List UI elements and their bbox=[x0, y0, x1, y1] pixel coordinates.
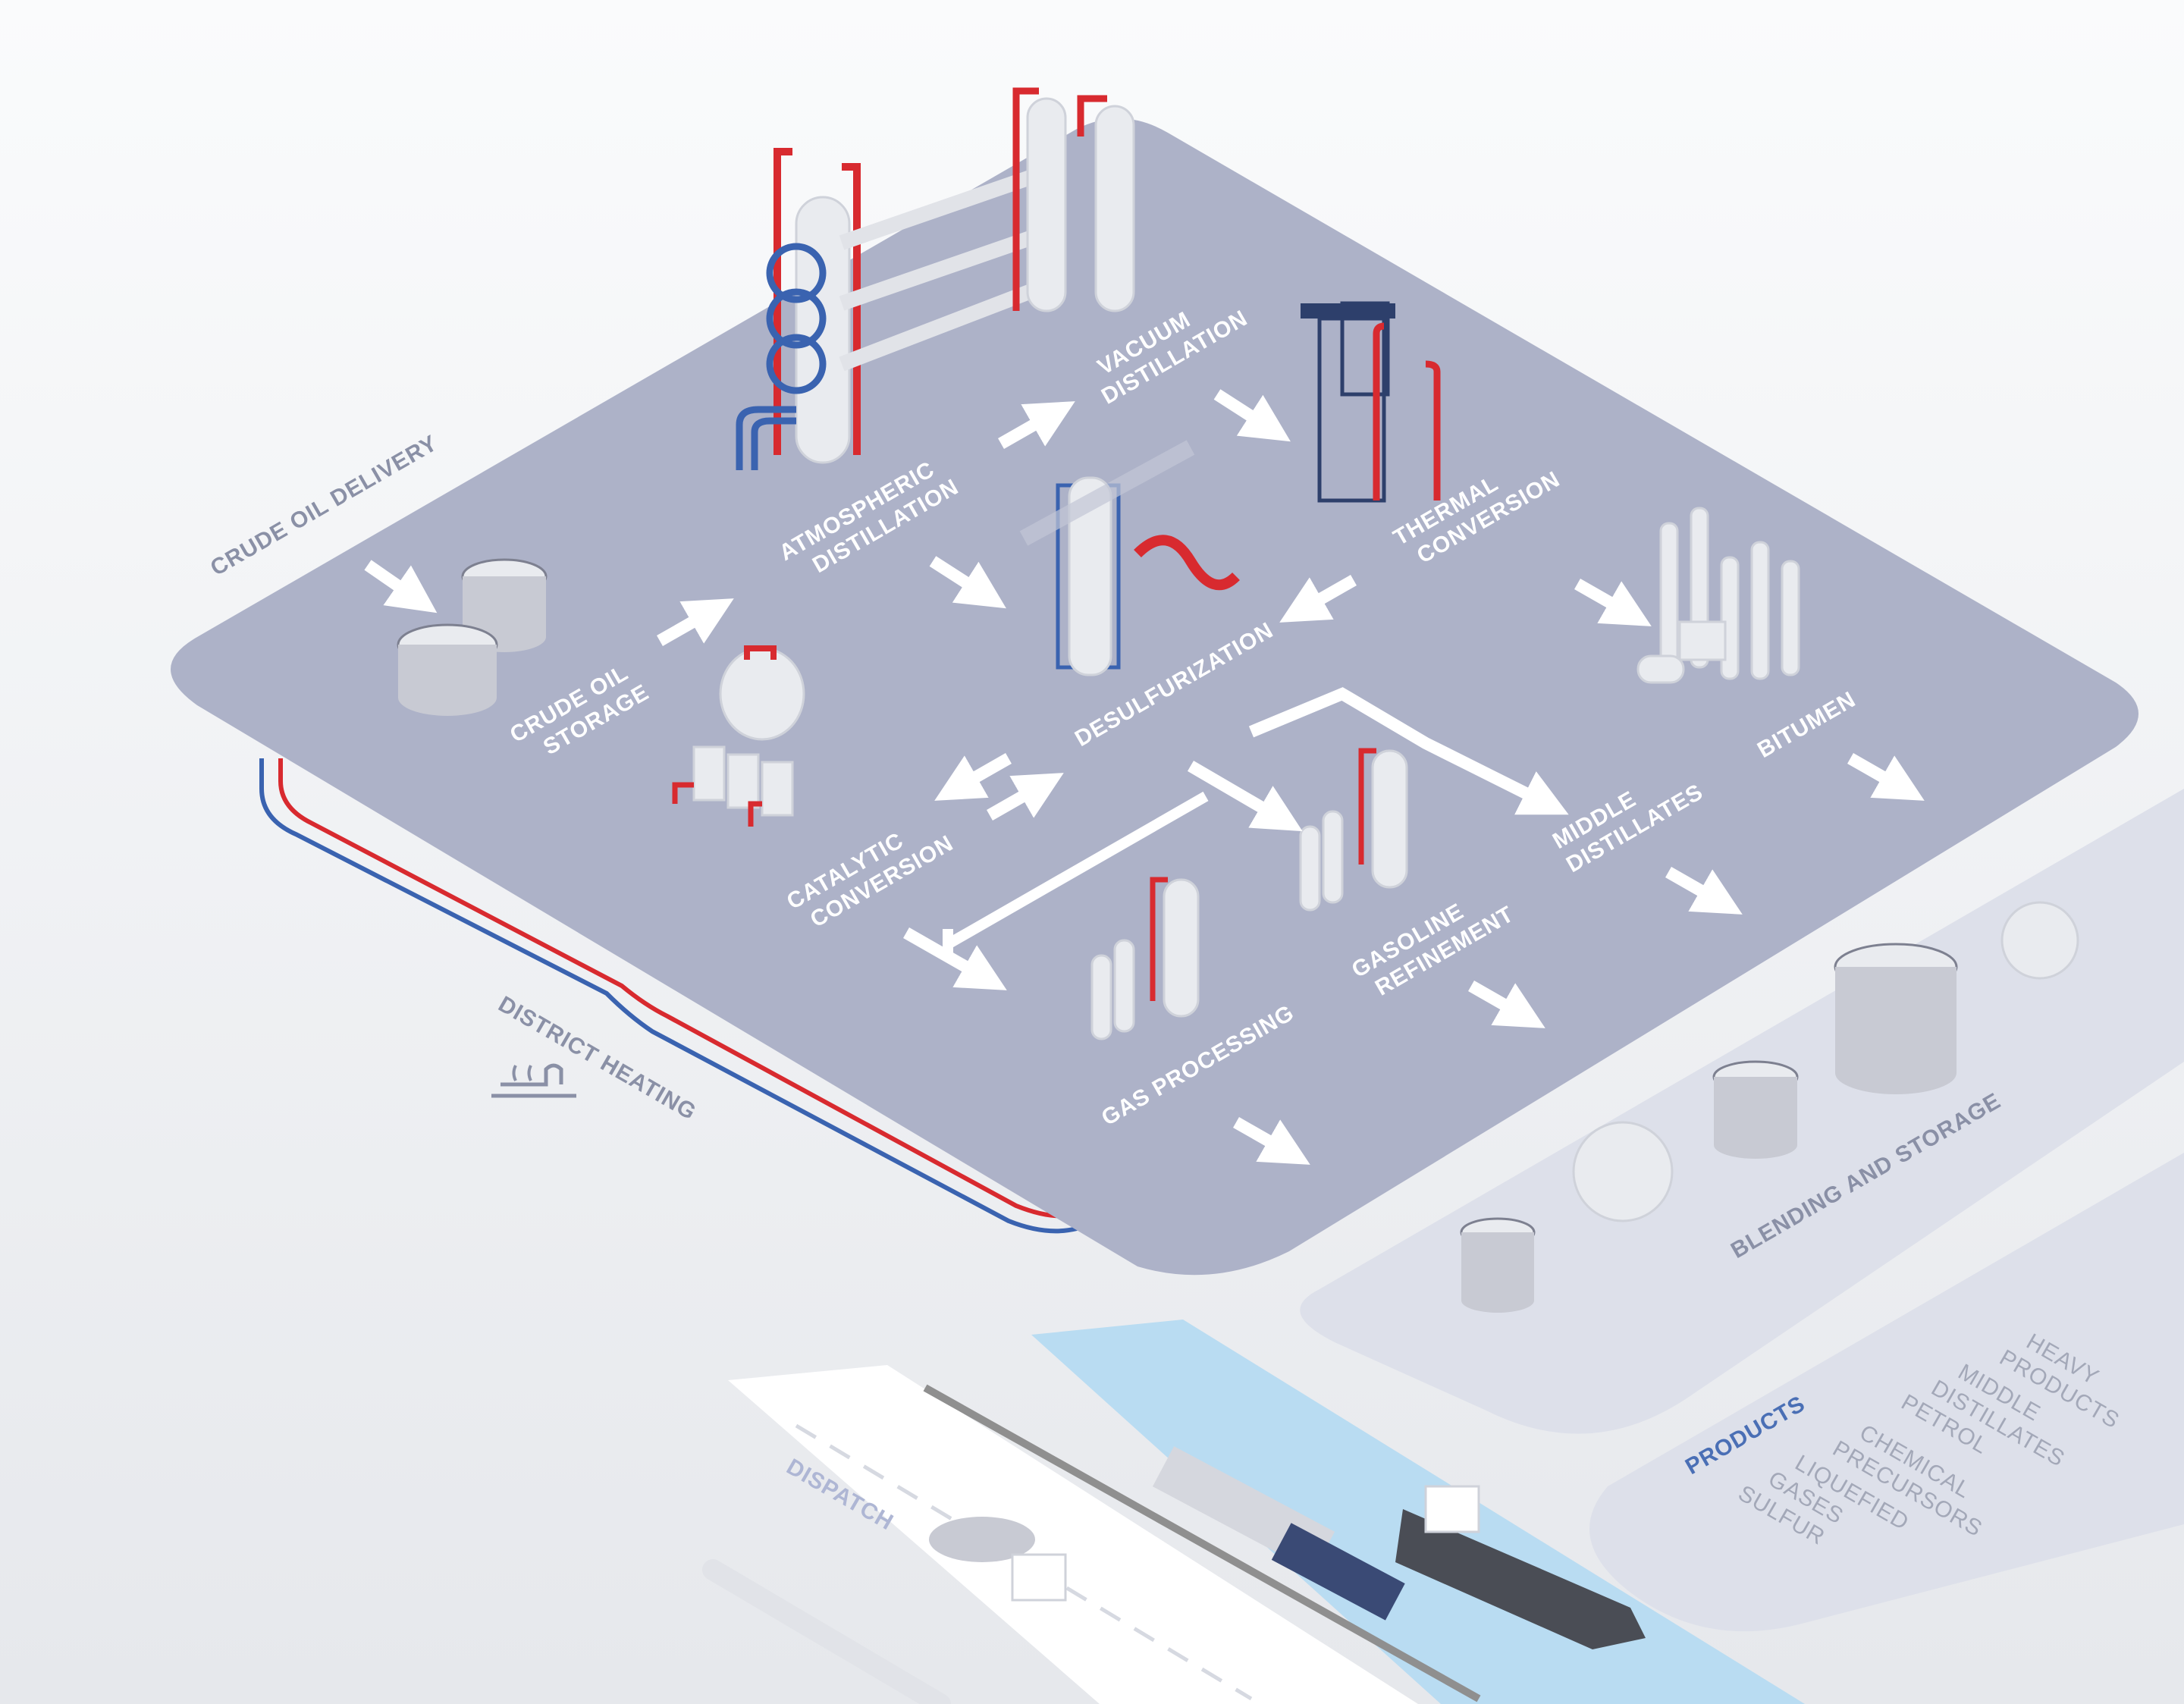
distillation-connecting-ducts bbox=[839, 167, 1042, 372]
arrow-to-catalytic bbox=[934, 753, 1012, 801]
pipeline bbox=[702, 1559, 951, 1704]
bitumen-unit bbox=[1636, 507, 1800, 684]
main-refinery-platform bbox=[171, 118, 2138, 1276]
products-platform bbox=[1589, 1153, 2184, 1632]
branch-line bbox=[943, 791, 1209, 959]
district-heating-pipe-red bbox=[278, 758, 1078, 1219]
gas-processing-unit bbox=[1090, 877, 1200, 1040]
arrow-to-middle-distillates bbox=[1248, 687, 1569, 815]
rail-track bbox=[923, 1384, 1481, 1702]
tanker-truck bbox=[929, 1517, 1067, 1602]
catalytic-conversion-unit bbox=[672, 645, 805, 827]
blending-storage-tanks bbox=[1460, 901, 2079, 1313]
arrow-storage-to-catalytic bbox=[657, 598, 734, 646]
district-heating-pipe-blue bbox=[259, 758, 1078, 1234]
arrow-gas-processing-out bbox=[1233, 1117, 1310, 1165]
vacuum-distillation-columns bbox=[1012, 87, 1135, 312]
arrow-delivery-to-storage bbox=[364, 560, 438, 614]
thermal-conversion-unit bbox=[1301, 301, 1441, 503]
arrow-to-gasoline bbox=[1187, 761, 1303, 832]
arrow-gasoline-out bbox=[1468, 981, 1545, 1028]
arrow-to-bitumen bbox=[1574, 579, 1652, 626]
arrow-atmospheric-to-vacuum bbox=[998, 401, 1075, 449]
arrow-thermal-to-desulfurization bbox=[1279, 575, 1357, 623]
arrow-bitumen-out bbox=[1847, 753, 1925, 801]
arrow-from-catalytic bbox=[987, 773, 1064, 821]
district-heating-icon bbox=[491, 1063, 576, 1098]
arrow-vacuum-to-thermal bbox=[1213, 389, 1291, 442]
arrow-middle-distillates-out bbox=[1665, 867, 1743, 915]
road bbox=[728, 1365, 1418, 1704]
train bbox=[1152, 1446, 1405, 1621]
crude-oil-storage-tanks bbox=[397, 558, 548, 716]
desulfurization-return-arrow bbox=[1019, 440, 1195, 546]
tanker-ship bbox=[1395, 1485, 1646, 1649]
gasoline-refinement-unit bbox=[1299, 748, 1408, 912]
flow-arrows bbox=[364, 389, 1925, 1165]
arrow-atmospheric-to-desulfurization bbox=[929, 556, 1006, 609]
desulfurization-unit bbox=[1056, 476, 1240, 676]
